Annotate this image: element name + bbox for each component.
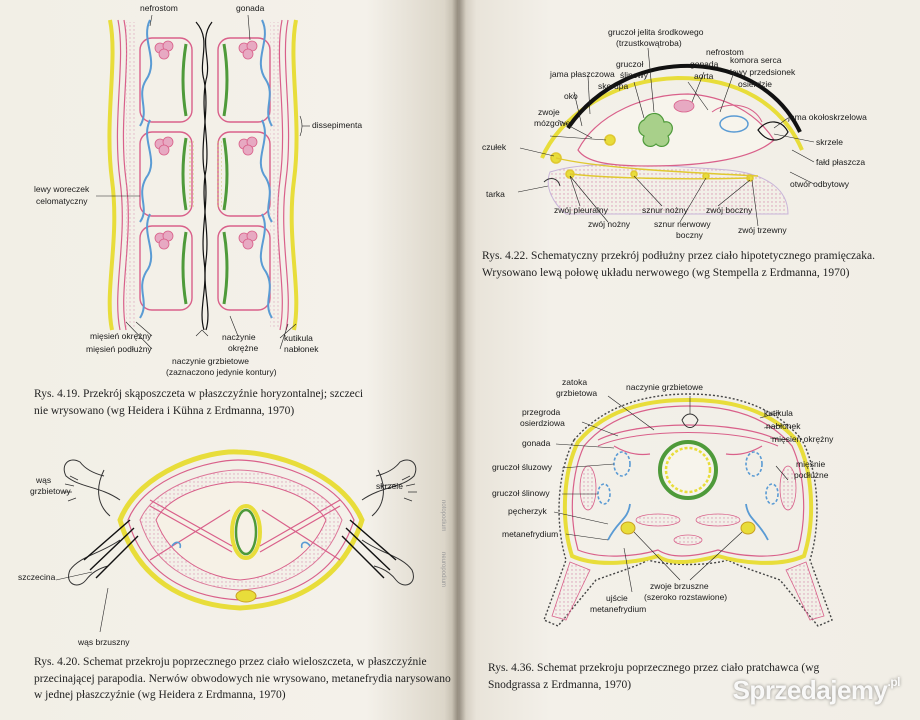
label-zwoje-mozgowe-1: zwoje [538, 107, 560, 117]
figure-4-22-drawing [517, 47, 815, 227]
label-pecherzyk: pęcherzyk [508, 506, 547, 516]
label-nablonek: nabłonek [284, 344, 319, 354]
left-page: nefrostom gonada dissepimenta lewy worec… [0, 0, 458, 720]
label-zaznaczono: (zaznaczono jedynie kontury) [166, 367, 277, 377]
label-miesien-okrezny-436: mięsień okrężny [772, 434, 834, 444]
sprzedajemy-watermark: Sprzedajemy.pl [732, 675, 901, 705]
label-miesien-okrezny: mięsień okrężny [90, 331, 152, 341]
label-nefrostom: nefrostom [140, 3, 178, 13]
label-naczynie-grzbietowe-436: naczynie grzbietowe [626, 382, 704, 392]
caption-fig-4-22: Rys. 4.22. Schematyczny przekrój podłużn… [482, 250, 875, 279]
figure-4-19-drawing [96, 14, 310, 350]
label-fald-plaszcza: fałd płaszcza [816, 157, 866, 167]
label-miesnie-podluzne-1: mięśnie [796, 459, 826, 469]
label-okrezne: okrężne [228, 343, 259, 353]
label-otwor-odbytowy: otwór odbytowy [790, 179, 850, 189]
label-metanefrydium: metanefrydium [502, 529, 559, 539]
caption-fig-4-20: Rys. 4.20. Schemat przekroju poprzeczneg… [34, 656, 451, 702]
label-gruczol-jelita: gruczoł jelita środkowego [608, 27, 704, 37]
label-miesien-podluzny: mięsień podłużny [86, 344, 152, 354]
label-czulek: czułek [482, 142, 507, 152]
figure-4-20-drawing [55, 449, 417, 633]
label-oko: oko [564, 91, 578, 101]
label-dissepimenta: dissepimenta [312, 120, 363, 130]
label-skorupa: skorupa [598, 81, 629, 91]
label-nefrostom-422: nefrostom [706, 47, 744, 57]
label-zwoje-mozgowe-2: mózgowe [534, 118, 571, 128]
label-naczynie-grzbietowe: naczynie grzbietowe [172, 356, 250, 366]
label-miesnie-podluzne-2: podłużne [794, 470, 829, 480]
label-komora-serca: komora serca [730, 55, 782, 65]
label-gruczol: gruczoł [616, 59, 644, 69]
label-trzustkowatroba: (trzustkowątroba) [616, 38, 682, 48]
label-zwoje-brzuszne: zwoje brzuszne [650, 581, 709, 591]
label-przegroda-1: przegroda [522, 407, 561, 417]
label-zwoj-nozny: zwój nożny [588, 219, 631, 229]
label-celomatyczny: celomatyczny [36, 196, 88, 206]
label-gonada-436: gonada [522, 438, 551, 448]
caption-fig-4-19: Rys. 4.19. Przekrój skąposzczeta w płasz… [34, 388, 364, 417]
label-zwoj-boczny: zwój boczny [706, 205, 753, 215]
label-was-grzbietowy-1: wąs [36, 475, 52, 485]
label-gruczol-sluzowy: gruczoł śluzowy [492, 462, 552, 472]
label-notopodium: notopodium [440, 500, 446, 532]
label-lewy-przedsionek: lewy przedsionek [730, 67, 796, 77]
book-gutter [452, 0, 466, 720]
label-sznur-nozny: sznur nożny [642, 205, 688, 215]
label-osierdzie: osierdzie [738, 79, 773, 89]
right-page: gruczoł jelita środkowego (trzustkowątro… [458, 0, 920, 720]
label-was-grzbietowy-2: grzbietowy [30, 486, 71, 496]
label-lewy-woreczek: lewy woreczek [34, 184, 90, 194]
label-przegroda-2: osierdziowa [520, 418, 565, 428]
label-zatoka-1: zatoka [562, 377, 588, 387]
label-sznur-nerwowy-1: sznur nerwowy [654, 219, 711, 229]
label-slinowy: ślinowy [620, 70, 648, 80]
label-jama-okoloskrzelowa: jama okołoskrzelowa [788, 112, 867, 122]
label-zwoj-pleuralny: zwój pleuralny [554, 205, 608, 215]
label-kutikula-436: kutikula [764, 408, 793, 418]
label-gruczol-slinowy-436: gruczoł ślinowy [492, 488, 550, 498]
label-ujscie-1: ujście [606, 593, 628, 603]
label-zatoka-2: grzbietowa [556, 388, 598, 398]
label-kutikula: kutikula [284, 333, 313, 343]
label-sznur-nerwowy-2: boczny [676, 230, 703, 240]
label-szeroko-rozstawione: (szeroko rozstawione) [644, 592, 728, 602]
label-skrzele-422: skrzele [816, 137, 843, 147]
label-jama-plaszczowa: jama płaszczowa [550, 69, 615, 79]
label-aorta: aorta [694, 71, 714, 81]
label-tarka: tarka [486, 189, 505, 199]
label-naczynie: naczynie [222, 332, 256, 342]
label-was-brzuszny: wąs brzuszny [78, 637, 130, 647]
label-szczecina: szczecina [18, 572, 56, 582]
label-gonada-422: gonada [690, 59, 719, 69]
label-gonada: gonada [236, 3, 265, 13]
figure-4-36-drawing [543, 393, 833, 627]
caption-fig-4-36: Rys. 4.36. Schemat przekroju poprzeczneg… [488, 662, 820, 691]
label-zwoj-trzewny: zwój trzewny [738, 225, 787, 235]
label-neuropodium: neuropodium [440, 552, 446, 588]
label-ujscie-2: metanefrydium [590, 604, 647, 614]
label-skrzele: skrzele [376, 481, 403, 491]
label-nablonek-436: nabłonek [766, 421, 801, 431]
